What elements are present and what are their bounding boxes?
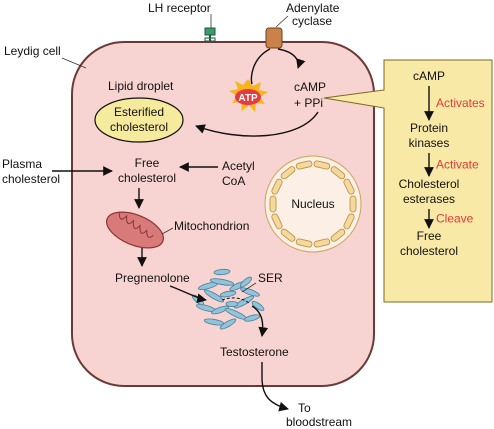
ser-cisterna	[225, 300, 239, 307]
adenylate-cyclase-icon	[265, 27, 283, 49]
acetyl-coa-label-2: CoA	[222, 174, 245, 188]
plasma-cholesterol-label-2: cholesterol	[2, 172, 60, 186]
atp-label: ATP	[238, 93, 258, 104]
nuclear-envelope-segment	[271, 178, 283, 195]
adenylate-cyclase-label-2: cyclase	[292, 14, 332, 28]
nuclear-envelope-segment	[271, 213, 283, 230]
ser-cisterna	[243, 314, 261, 322]
cascade-callout-box	[323, 59, 493, 303]
ser-leader	[241, 282, 257, 293]
adenylate-cyclase-leader	[275, 15, 289, 28]
ser-cisterna	[203, 289, 225, 303]
camp-to-droplet-arrow	[195, 111, 319, 137]
nucleus-icon	[264, 155, 362, 253]
lh-receptor-label: LH receptor	[148, 1, 211, 15]
ser-to-testosterone-arrow	[251, 305, 269, 337]
pregnenolone-label: Pregnenolone	[115, 271, 190, 285]
to-label: To	[298, 401, 311, 415]
esterified-label-1: Esterified	[114, 105, 164, 119]
nuclear-envelope-segment	[280, 166, 296, 180]
nucleus-label: Nucleus	[291, 197, 334, 211]
nuclear-envelope-segment	[313, 160, 331, 170]
lipid-droplet	[94, 97, 184, 143]
cascade-action-label: Activate	[436, 158, 479, 172]
cascade-step-label: Cholesterol	[399, 177, 460, 191]
ser-cisterna	[219, 290, 237, 298]
cascade-step-label: cholesterol	[400, 244, 458, 258]
ser-internal-path	[221, 297, 251, 305]
nuclear-envelope-segment	[269, 195, 277, 213]
acetyl-coa-label-1: Acetyl	[222, 159, 255, 173]
testosterone-label: Testosterone	[220, 345, 289, 359]
atp-core	[235, 89, 261, 105]
atp-input-line	[250, 48, 271, 85]
ser-cisterna	[251, 301, 265, 311]
nuclear-envelope-segment	[343, 213, 355, 230]
cascade-step-label: esterases	[403, 192, 455, 206]
mitochondrion-leader	[161, 227, 174, 235]
lh-receptor-icon	[204, 27, 216, 42]
nuclear-envelope-segment	[343, 178, 355, 195]
adenylate-cyclase-label-1: Adenylate	[286, 1, 340, 15]
camp-label: cAMP	[294, 80, 326, 94]
cascade-action-label: Cleave	[436, 212, 474, 226]
testosterone-to-bloodstream-arrow	[261, 362, 289, 412]
nuclear-envelope-segment	[349, 195, 357, 213]
cascade-step-label: cAMP	[413, 69, 445, 83]
ser-icon	[191, 268, 265, 330]
camp-output-arrow	[277, 48, 306, 69]
lipid-droplet-label: Lipid droplet	[108, 79, 174, 93]
ser-cisterna	[213, 268, 231, 276]
cascade-step-label: Protein	[410, 121, 448, 135]
ppi-label: + PPi	[294, 96, 323, 110]
cascade-steps: cAMP ActivatesProteinkinasesActivateChole…	[399, 69, 485, 258]
free-cholesterol-label-2: cholesterol	[118, 171, 176, 185]
mitochondrion-icon	[106, 211, 164, 249]
ser-cisterna	[209, 278, 235, 286]
ser-label: SER	[258, 271, 283, 285]
nuclear-envelope-segment	[330, 228, 346, 242]
pregnenolone-to-ser-arrow	[169, 285, 207, 304]
nuclear-envelope-segment	[295, 160, 313, 170]
ser-cisterna	[219, 318, 237, 330]
mitochondrion-label: Mitochondrion	[174, 219, 249, 233]
nuclear-envelope-segment	[313, 238, 331, 248]
leydig-cell-label: Leydig cell	[4, 44, 61, 58]
nuclear-envelope-segment	[280, 228, 296, 242]
ser-cisterna	[211, 305, 229, 315]
cascade-action-label: Activates	[436, 96, 485, 110]
esterified-label-2: cholesterol	[110, 120, 168, 134]
nuclear-envelope-segment	[295, 238, 313, 248]
leydig-cell-leader	[61, 57, 87, 69]
plasma-cholesterol-label-1: Plasma	[2, 157, 42, 171]
cascade-step-label: kinases	[409, 136, 450, 150]
bloodstream-label: bloodstream	[286, 415, 352, 429]
free-cholesterol-label-1: Free	[135, 156, 160, 170]
cascade-step-label: Free	[417, 229, 442, 243]
nuclear-envelope-segment	[330, 166, 346, 180]
ser-cisterna	[239, 276, 253, 288]
